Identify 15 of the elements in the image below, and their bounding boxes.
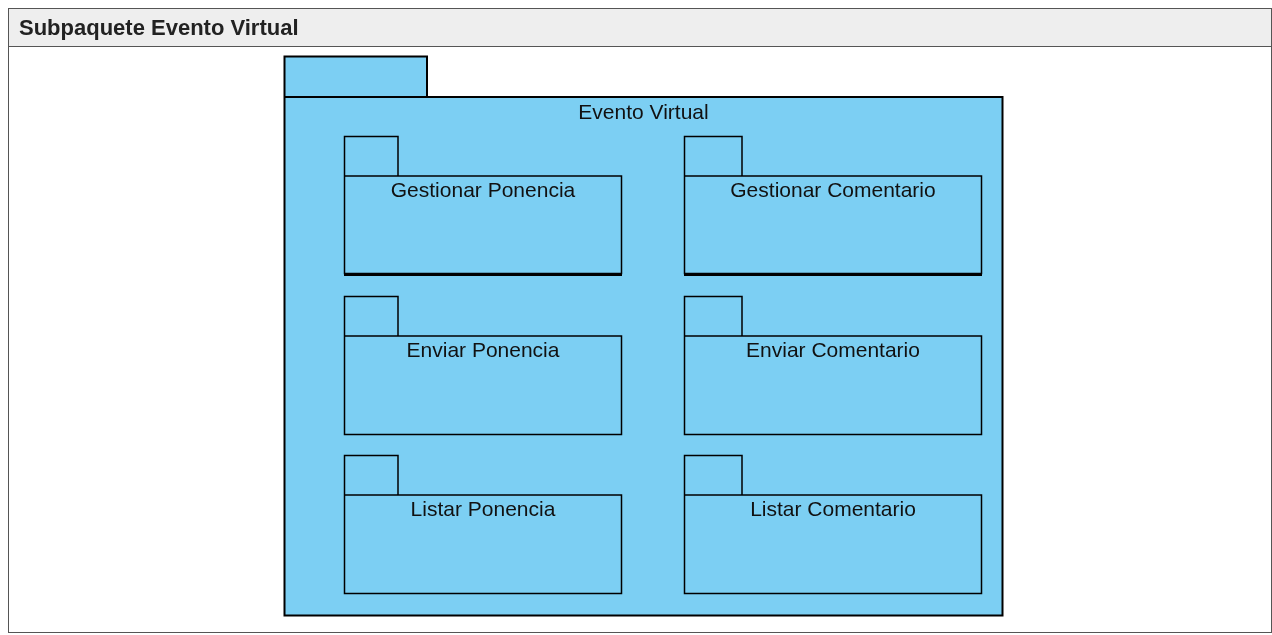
- package-shape: [344, 136, 622, 274]
- package-shape: [344, 455, 622, 594]
- package-shape: [284, 56, 1003, 616]
- package-shape: [684, 455, 982, 594]
- package-shape: [344, 296, 622, 435]
- package-name: Listar Ponencia: [410, 497, 556, 521]
- table-header: Subpaquete Evento Virtual: [9, 9, 1271, 47]
- package-name: Enviar Comentario: [746, 338, 920, 362]
- package-name: Enviar Ponencia: [406, 338, 560, 362]
- package-name: Listar Comentario: [750, 497, 916, 521]
- package-shape: [684, 296, 982, 435]
- package-name: Gestionar Ponencia: [390, 178, 576, 202]
- package-name: Evento Virtual: [578, 100, 709, 124]
- package-shape: [684, 136, 982, 274]
- package-name: Gestionar Comentario: [730, 178, 936, 202]
